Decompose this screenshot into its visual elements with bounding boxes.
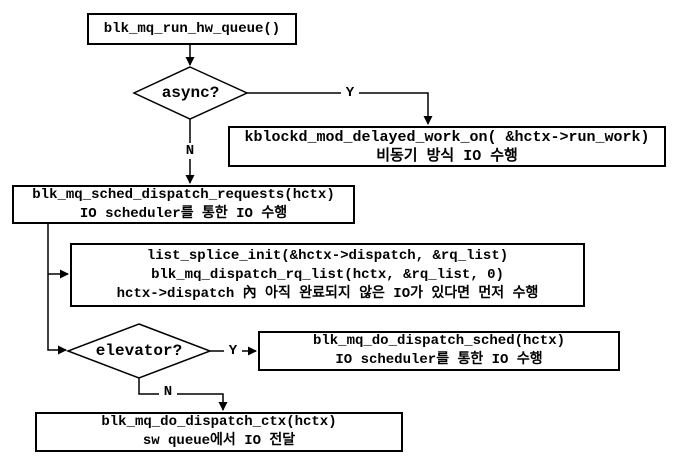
decision-async-label: async? — [161, 84, 220, 102]
node-line: IO scheduler를 통한 IO 수행 — [79, 205, 288, 222]
edge-sched-dispatch-to-elevator — [47, 224, 67, 355]
node-sched-dispatch-requests: blk_mq_sched_dispatch_requests(hctx) IO … — [12, 185, 355, 224]
node-line: blk_mq_run_hw_queue() — [103, 20, 281, 37]
node-line: sw queue에서 IO 전달 — [142, 433, 296, 449]
node-line: 비동기 방식 IO 수행 — [376, 147, 518, 165]
node-run-hw-queue: blk_mq_run_hw_queue() — [87, 13, 297, 45]
node-do-dispatch-ctx: blk_mq_do_dispatch_ctx(hctx) sw queue에서 … — [35, 412, 403, 452]
node-line: hctx->dispatch 內 아직 완료되지 않은 IO가 있다면 먼저 수… — [116, 285, 539, 302]
edge-label-elevator-yes: Y — [224, 343, 242, 359]
node-do-dispatch-sched: blk_mq_do_dispatch_sched(hctx) IO schedu… — [258, 331, 620, 371]
node-line: list_splice_init(&hctx->dispatch, &rq_li… — [146, 247, 509, 264]
decision-elevator-diamond — [65, 323, 213, 379]
node-line: kblockd_mod_delayed_work_on( &hctx->run_… — [244, 128, 650, 146]
node-line: IO scheduler를 통한 IO 수행 — [335, 352, 543, 368]
decision-elevator-label: elevator? — [95, 342, 183, 360]
edge-label-async-yes: Y — [341, 85, 359, 101]
decision-async-diamond — [132, 66, 249, 120]
edge-label-async-no: N — [181, 143, 199, 159]
node-line: blk_mq_do_dispatch_ctx(hctx) — [101, 414, 337, 430]
node-line: blk_mq_do_dispatch_sched(hctx) — [312, 333, 566, 349]
node-dispatch-rq-list: list_splice_init(&hctx->dispatch, &rq_li… — [70, 243, 585, 307]
node-line: blk_mq_sched_dispatch_requests(hctx) — [32, 186, 335, 203]
node-line: blk_mq_dispatch_rq_list(hctx, &rq_list, … — [151, 266, 504, 283]
edge-async-yes-to-kblockd — [247, 92, 433, 125]
node-kblockd-mod-delayed-work-on: kblockd_mod_delayed_work_on( &hctx->run_… — [228, 126, 666, 167]
edge-label-elevator-no: N — [159, 384, 177, 400]
edge-elevator-no-to-do-dispatch-ctx — [138, 378, 228, 411]
